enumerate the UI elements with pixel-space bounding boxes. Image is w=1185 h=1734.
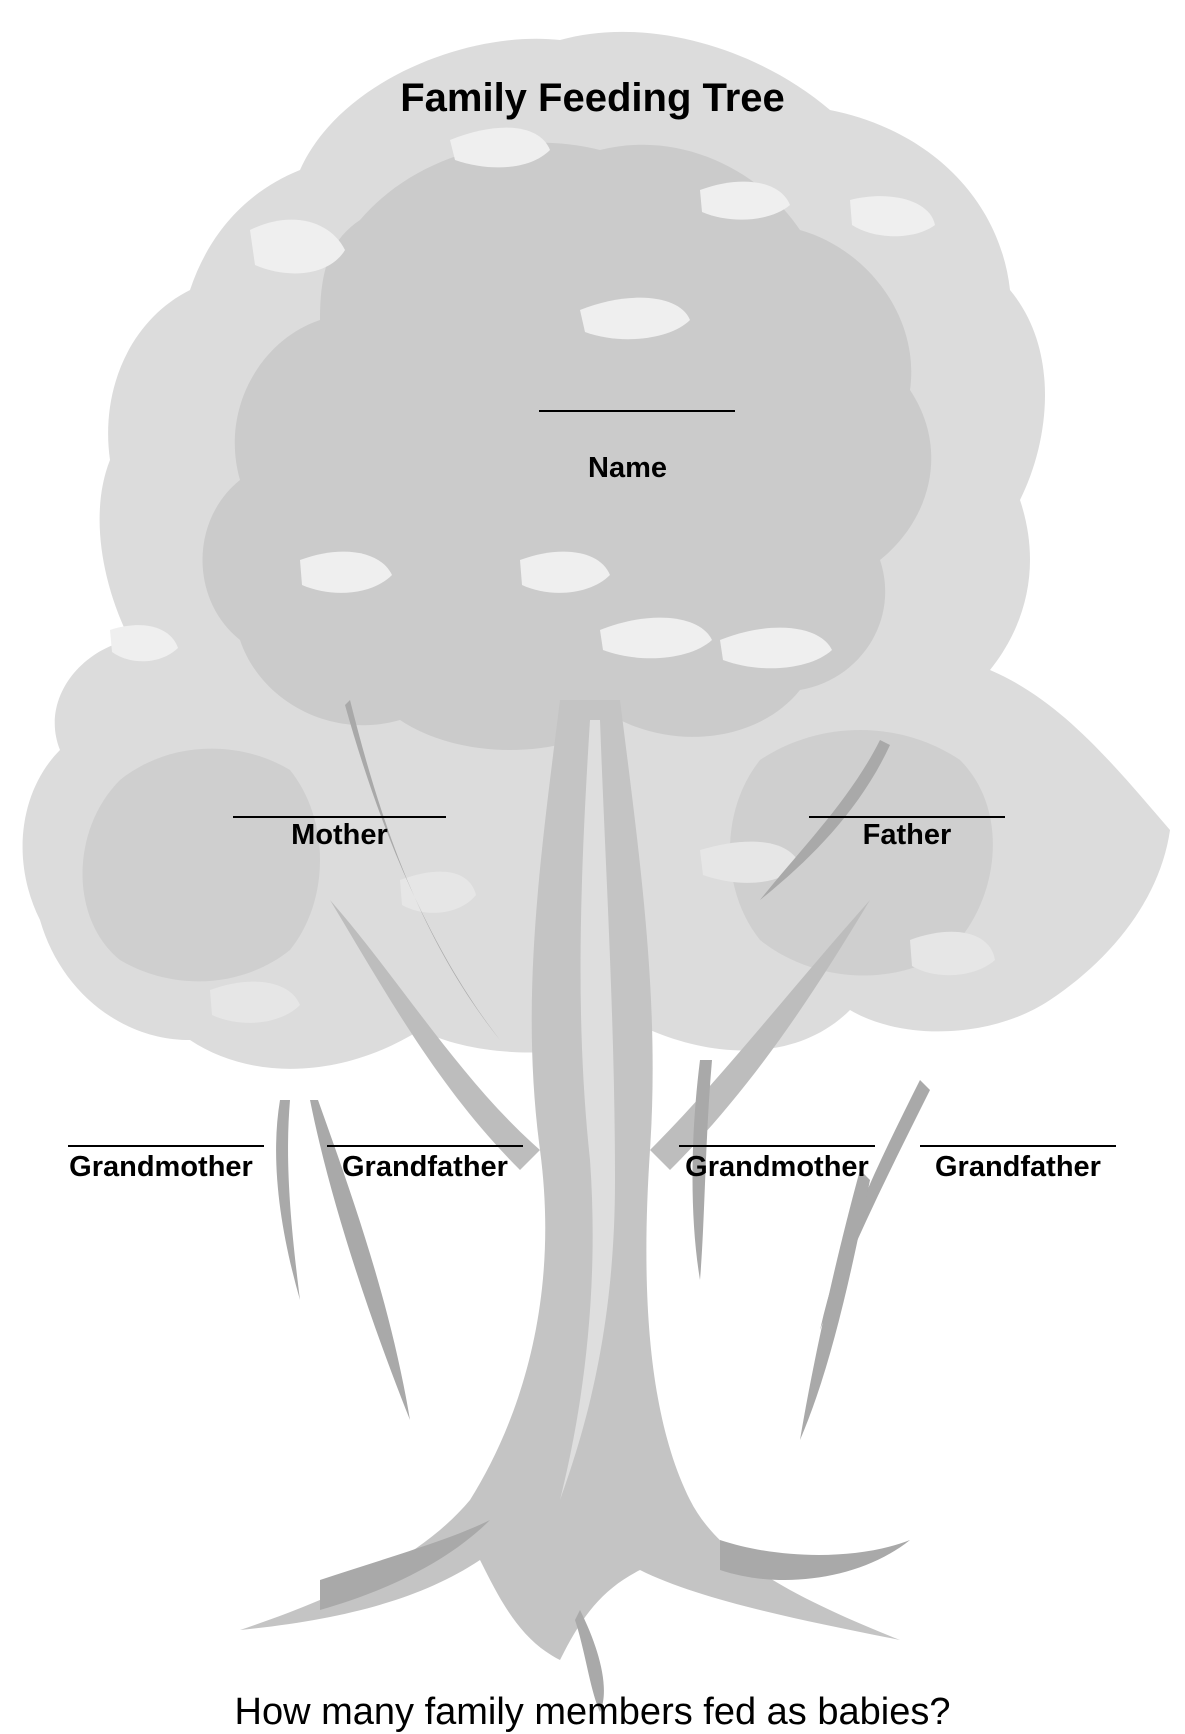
father-label: Father (809, 818, 1005, 852)
maternal-grandmother-label: Grandmother (58, 1150, 264, 1184)
maternal-grandfather-label: Grandfather (327, 1150, 523, 1184)
name-blank-line[interactable] (539, 410, 735, 412)
page-title: Family Feeding Tree (0, 74, 1185, 122)
feeding-question: How many family members fed as babies? (0, 1690, 1185, 1734)
mother-label: Mother (233, 818, 446, 852)
maternal-grandmother-blank-line[interactable] (68, 1145, 264, 1147)
name-label: Name (0, 451, 1185, 485)
paternal-grandfather-blank-line[interactable] (920, 1145, 1116, 1147)
paternal-grandmother-blank-line[interactable] (679, 1145, 875, 1147)
paternal-grandmother-label: Grandmother (674, 1150, 880, 1184)
paternal-grandfather-label: Grandfather (920, 1150, 1116, 1184)
maternal-grandfather-blank-line[interactable] (327, 1145, 523, 1147)
